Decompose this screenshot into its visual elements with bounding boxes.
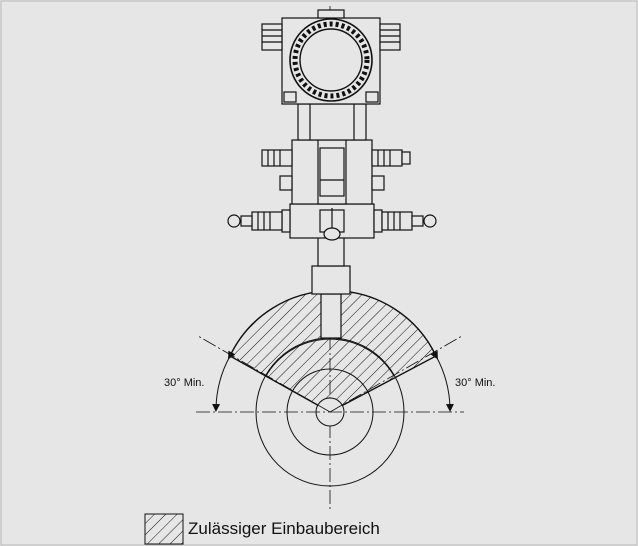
pipe-top-arc — [265, 338, 395, 377]
transmitter-housing — [261, 9, 401, 105]
left-angle-arc — [212, 350, 236, 412]
angle-label-right: 30° Min. — [455, 377, 495, 389]
transmitter-neck — [297, 103, 367, 141]
hatch-swatch-icon — [144, 513, 184, 545]
valve-manifold — [227, 203, 437, 241]
legend: Zulässiger Einbaubereich — [144, 513, 380, 545]
left-angle-line — [197, 335, 331, 413]
legend-label: Zulässiger Einbaubereich — [188, 519, 380, 538]
right-angle-arc — [430, 350, 454, 412]
sensor-flange — [261, 139, 411, 205]
right-angle-line — [329, 335, 463, 413]
angle-label-left: 30° Min. — [164, 377, 204, 389]
